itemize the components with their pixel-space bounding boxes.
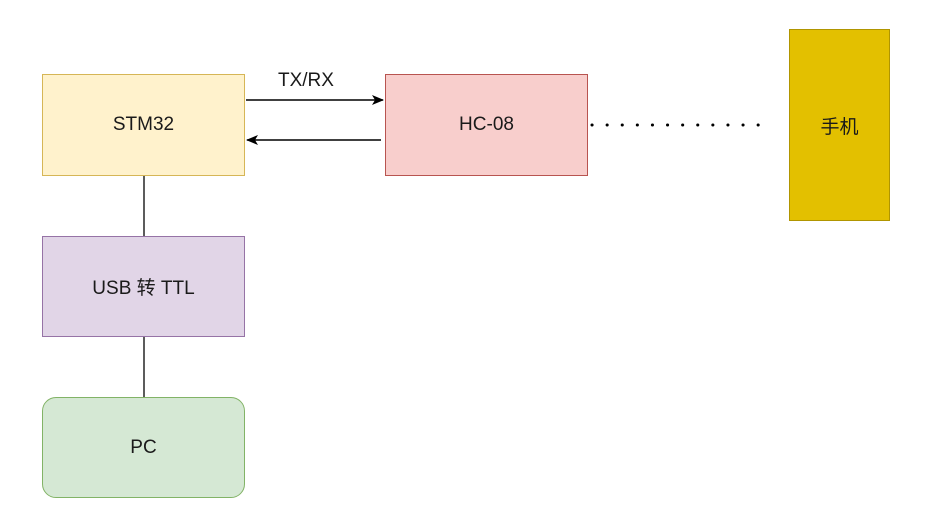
stm32-node: STM32 [42, 74, 245, 176]
usb-ttl-node: USB 转 TTL [42, 236, 245, 337]
phone-node: 手机 [789, 29, 890, 221]
pc-label: PC [130, 436, 157, 458]
phone-label: 手机 [820, 116, 859, 138]
hc08-label: HC-08 [459, 114, 514, 135]
stm32-label: STM32 [112, 114, 175, 135]
hc08-node: HC-08 [385, 74, 588, 176]
pc-node: PC [42, 397, 245, 498]
usb-ttl-label: USB 转 TTL [92, 278, 195, 299]
edge-label-txrx: TX/RX [278, 70, 334, 91]
